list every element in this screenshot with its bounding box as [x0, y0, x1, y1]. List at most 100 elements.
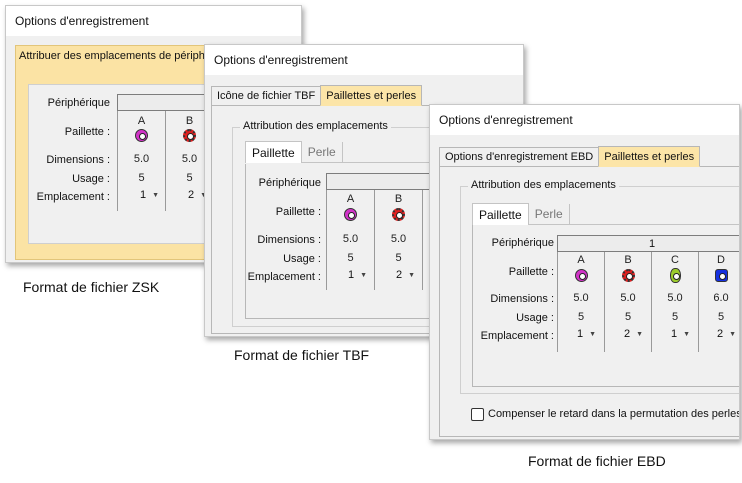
- slot-select-a[interactable]: 1▼: [348, 269, 367, 281]
- dropdown-arrow-icon: ▼: [152, 191, 160, 199]
- slot-select-b[interactable]: 2▼: [624, 328, 643, 340]
- column-letter: B: [624, 254, 632, 266]
- dropdown-arrow-icon: ▼: [589, 330, 597, 338]
- sequin-icon: [392, 207, 405, 221]
- column-letter: A: [137, 115, 146, 127]
- slot-value: 1: [671, 328, 678, 340]
- slot-value: 1: [140, 189, 147, 201]
- column-divider: [117, 111, 118, 211]
- column-letter: C: [671, 254, 679, 266]
- compensate-delay-label[interactable]: Compenser le retard dans la permutation …: [488, 408, 740, 420]
- dimension-cell: 5.0: [620, 292, 636, 304]
- sequin-icon: [183, 128, 196, 142]
- device-label: Périphérique: [491, 237, 554, 249]
- column-divider: [604, 252, 605, 352]
- tbf-subtabs: Paillette Perle: [245, 141, 523, 163]
- usage-label: Usage :: [516, 312, 554, 324]
- ebd-tab-panel: Attribution des emplacements Paillette P…: [439, 167, 740, 437]
- sequin-b-cell[interactable]: [166, 127, 213, 143]
- usage-cell: 5: [717, 311, 725, 323]
- dimension-cell: 5.0: [181, 153, 198, 165]
- column-letter: B: [185, 115, 194, 127]
- sequin-icon: [574, 268, 588, 282]
- device-header: 1: [557, 235, 739, 252]
- sequin-icon: [135, 128, 148, 142]
- sequin-a-cell[interactable]: [327, 206, 374, 222]
- usage-cell: 5: [138, 172, 145, 184]
- dialog-title: Options d'enregistrement: [205, 45, 523, 75]
- sequin-label: Paillette :: [64, 126, 110, 138]
- column-letter: D: [717, 254, 725, 266]
- ebd-dialog: Options d'enregistrement Options d'enreg…: [429, 104, 740, 440]
- slot-value: 2: [188, 189, 195, 201]
- slot-value: 2: [396, 269, 403, 281]
- slot-value: 2: [624, 328, 631, 340]
- slot-select-a[interactable]: 1▼: [140, 189, 159, 201]
- subtab-bead[interactable]: Perle: [529, 204, 570, 224]
- ebd-subtabs: Paillette Perle: [472, 203, 739, 225]
- usage-label: Usage :: [283, 253, 321, 265]
- dropdown-arrow-icon: ▼: [360, 271, 368, 279]
- ebd-assign-group: Attribution des emplacements Paillette P…: [460, 179, 739, 394]
- sequin-label: Paillette :: [275, 206, 321, 218]
- slot-select-c[interactable]: 1▼: [671, 328, 690, 340]
- bead-icon: [669, 268, 681, 283]
- column-divider: [651, 252, 652, 352]
- dimension-cell: 5.0: [667, 292, 683, 304]
- sequin-icon: [344, 207, 357, 221]
- dimensions-label: Dimensions :: [257, 234, 321, 246]
- dimension-cell: 5.0: [390, 233, 407, 245]
- column-divider: [374, 190, 375, 290]
- tab-sequins-beads[interactable]: Paillettes et perles: [320, 85, 423, 106]
- column-letter: B: [394, 193, 403, 205]
- sequin-a-cell[interactable]: [558, 267, 604, 283]
- group-title: Attribution des emplacements: [468, 179, 619, 191]
- usage-cell: 5: [395, 252, 402, 264]
- slot-select-b[interactable]: 2▼: [396, 269, 415, 281]
- group-title: Attribution des emplacements: [240, 120, 391, 132]
- zsk-caption: Format de fichier ZSK: [23, 279, 160, 295]
- bead-c-cell[interactable]: [652, 267, 698, 284]
- slot-label: Emplacement :: [247, 271, 321, 283]
- slot-label: Emplacement :: [480, 330, 554, 342]
- subtab-sequin[interactable]: Paillette: [245, 141, 302, 163]
- column-divider: [326, 190, 327, 290]
- dialog-title: Options d'enregistrement: [6, 6, 301, 36]
- subtab-sequin[interactable]: Paillette: [472, 203, 529, 225]
- ebd-subtab-panel: Périphérique 1 Paillette : Dimensions : …: [472, 225, 739, 387]
- sequin-icon: [621, 268, 635, 282]
- column-divider: [557, 252, 558, 352]
- dimension-cell: 6.0: [713, 292, 729, 304]
- dialog-title: Options d'enregistrement: [430, 105, 739, 135]
- compensate-delay-checkbox[interactable]: [471, 408, 484, 421]
- dimensions-label: Dimensions :: [490, 293, 554, 305]
- slot-select-b[interactable]: 2▼: [188, 189, 207, 201]
- device-label: Périphérique: [47, 97, 110, 109]
- usage-cell: 5: [347, 252, 354, 264]
- subtab-bead[interactable]: Perle: [302, 142, 343, 162]
- dimension-cell: 5.0: [342, 233, 359, 245]
- slot-value: 2: [717, 328, 724, 340]
- slot-value: 1: [348, 269, 355, 281]
- dimensions-label: Dimensions :: [46, 154, 110, 166]
- column-divider: [698, 252, 699, 352]
- tab-tbf-icon[interactable]: Icône de fichier TBF: [211, 86, 322, 105]
- dimension-cell: 5.0: [573, 292, 589, 304]
- tab-sequins-beads[interactable]: Paillettes et perles: [598, 146, 701, 167]
- slot-select-d[interactable]: 2▼: [717, 328, 736, 340]
- dimension-cell: 5.0: [133, 153, 150, 165]
- sequin-b-cell[interactable]: [375, 206, 422, 222]
- usage-cell: 5: [671, 311, 679, 323]
- dropdown-arrow-icon: ▼: [636, 330, 644, 338]
- usage-cell: 5: [577, 311, 585, 323]
- ebd-tabbar: Options d'enregistrement EBD Paillettes …: [439, 146, 739, 167]
- column-divider: [165, 111, 166, 211]
- slot-select-a[interactable]: 1▼: [577, 328, 596, 340]
- sequin-b-cell[interactable]: [605, 267, 651, 283]
- sequin-a-cell[interactable]: [118, 127, 165, 143]
- zsk-tab-label[interactable]: Attribuer des emplacements de périphé: [19, 50, 211, 62]
- tab-ebd-options[interactable]: Options d'enregistrement EBD: [439, 147, 600, 166]
- bead-d-cell[interactable]: [699, 267, 739, 283]
- ebd-caption: Format de fichier EBD: [528, 453, 666, 469]
- bead-icon: [714, 268, 728, 282]
